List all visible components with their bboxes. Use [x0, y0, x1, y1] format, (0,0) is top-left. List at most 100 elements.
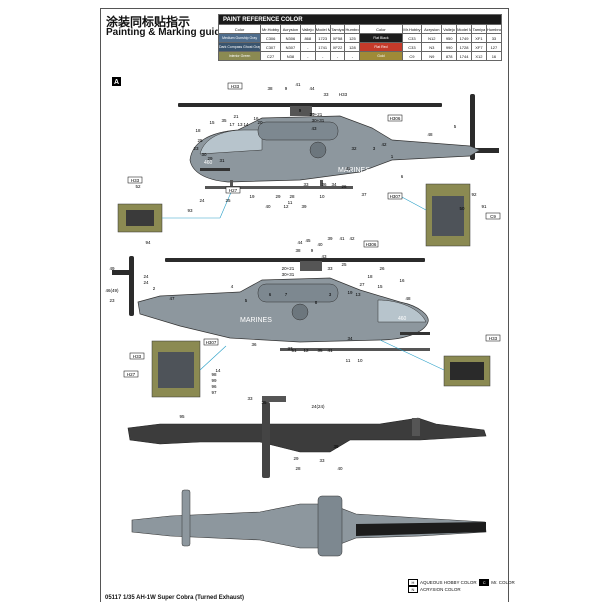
mid-view-callout: 95: [179, 414, 185, 419]
top-view-callout: 24: [199, 198, 205, 203]
border-top: [100, 8, 508, 9]
top-view-callout: 3: [373, 146, 376, 151]
top-view-callout: 43: [311, 126, 317, 131]
top-view-callout: 33: [323, 92, 329, 97]
paint-tag: C9: [490, 214, 496, 219]
top-view-callout: 28: [289, 194, 295, 199]
mid-view-callout: 7: [285, 292, 288, 297]
mid-view-callout: 30+31: [282, 272, 295, 277]
mid-view-callout: 16: [399, 278, 405, 283]
paint-tag-box: [227, 82, 243, 90]
legend-aqueous: AQUEOUS HOBBY COLOR: [420, 580, 477, 585]
mid-view-callout: 97: [211, 390, 217, 395]
page-title-chinese: 涂装同标贴指示: [106, 15, 191, 29]
plan-view-callout: 29: [293, 456, 299, 461]
mid-view-callout: 96: [211, 384, 217, 389]
legend-h-box: H: [408, 579, 418, 586]
mid-view-callout: 35: [317, 348, 323, 353]
top-view-callout: 20: [257, 120, 263, 125]
mid-view-callout: 25: [341, 262, 347, 267]
plan-view-callout: 35: [261, 400, 267, 405]
top-view-callout: 42: [381, 142, 387, 147]
top-view-callout: 30: [201, 152, 207, 157]
mid-view-callout: 10: [357, 358, 363, 363]
paint-tag-box: [129, 352, 145, 360]
paint-color-name: Medium Gunship Gray: [222, 36, 258, 40]
mid-view-callout: 41: [339, 236, 345, 241]
top-view-callout: 23: [193, 146, 199, 151]
page-title: Painting & Marking guide: [106, 27, 227, 38]
mid-view-callout: 40: [317, 242, 323, 247]
paint-color-name: Gold: [377, 54, 385, 58]
tail-code-right: 460: [398, 316, 407, 322]
mid-view-callout: 14: [215, 368, 221, 373]
top-view-callout: 1: [391, 154, 394, 159]
marines-label-right: MARINES: [240, 317, 272, 324]
paint-color-name: Interior Green: [228, 54, 251, 58]
top-view-callout: 92: [471, 192, 477, 197]
mid-view-callout: 47: [169, 296, 175, 301]
marines-label-left: MARINES: [338, 167, 370, 174]
paint-tag: H307: [390, 194, 401, 199]
paint-tag: H27: [127, 372, 136, 377]
top-view-callout: 41: [295, 82, 301, 87]
mid-view-callout: 38: [295, 248, 301, 253]
paint-color-name: Flat Black: [373, 36, 389, 40]
kit-footer: 05117 1/35 AH-1W Super Cobra (Turned Exh…: [105, 595, 245, 601]
mid-view-callout: 37: [287, 346, 293, 351]
mid-view-callout: 39: [327, 236, 333, 241]
mid-view-callout: 34: [347, 336, 353, 341]
paint-tag-box: [363, 240, 379, 248]
mid-view-callout: 45: [305, 238, 311, 243]
top-view-callout: 33: [303, 182, 309, 187]
mid-view-callout: 48: [405, 296, 411, 301]
paint-tag-box: [123, 370, 139, 378]
paint-color-name: Flat Red: [374, 45, 388, 49]
paint-code-acrysion: N9: [421, 51, 443, 61]
mid-view-callout: 5: [245, 298, 248, 303]
mid-view-callout: 36: [251, 342, 257, 347]
border-left: [100, 8, 101, 602]
mid-view-callout: 43: [321, 254, 327, 259]
paint-code-acrysion: N38: [280, 51, 301, 61]
paint-tag: H306: [366, 242, 377, 247]
section-label: A: [114, 79, 119, 86]
leader-lines: [162, 189, 445, 371]
paint-tag-box: [387, 114, 403, 122]
top-view-callout: 50: [459, 206, 465, 211]
top-view-callout: 41: [345, 166, 351, 171]
top-view-callout: 94: [145, 240, 151, 245]
mid-view-callout: 13: [355, 292, 361, 297]
paint-tag: H27: [229, 188, 238, 193]
paint-tag: H33: [131, 178, 140, 183]
mid-view-callout: 19: [347, 290, 353, 295]
mid-view-callout: 8: [315, 300, 318, 305]
legend-mr-color: Mr. COLOR: [491, 580, 515, 585]
top-view-callout: 11: [288, 200, 293, 205]
mid-view-callout: 12: [303, 348, 309, 353]
paint-tag-box: [485, 334, 501, 342]
top-view-callout: 10: [319, 194, 325, 199]
top-view-callout: 37: [361, 192, 367, 197]
top-view-callout: 9: [299, 108, 302, 113]
top-view-callout: 26: [341, 184, 347, 189]
top-view-callout: 6: [401, 174, 404, 179]
top-view-callout: 31: [219, 158, 225, 163]
paint-tag: H306: [390, 116, 401, 121]
paint-swatch: Gold: [359, 51, 403, 61]
plan-view-callout: 38: [333, 444, 339, 449]
right-profile-view: MARINES 460: [112, 256, 430, 351]
top-view-callout: 32: [351, 146, 357, 151]
paint-tag-box: [225, 186, 241, 194]
top-view-callout: 12: [283, 204, 289, 209]
top-view-callout: 35: [221, 118, 227, 123]
top-view-callout: 21: [233, 114, 239, 119]
plan-view-callout: 33: [319, 458, 325, 463]
top-view-callout: 38: [267, 86, 273, 91]
top-view-callout: 48: [427, 132, 433, 137]
